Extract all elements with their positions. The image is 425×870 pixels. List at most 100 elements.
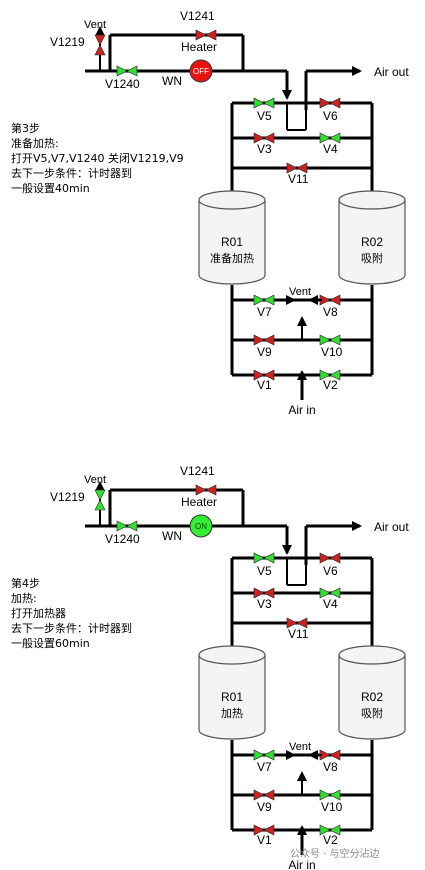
vent-label-top: Vent — [84, 474, 106, 486]
valve-v11[interactable] — [286, 617, 308, 629]
air-in-label: Air in — [288, 403, 315, 417]
valve-v1219[interactable] — [94, 34, 106, 56]
valve-v11[interactable] — [286, 162, 308, 174]
v2-label: V2 — [323, 833, 338, 847]
valve-v7-icon — [253, 749, 275, 761]
watermark: 公众号 · 与空分沾边 — [290, 847, 380, 860]
step-line-4: 一般设置40min — [11, 182, 90, 195]
valve-v6[interactable] — [319, 97, 341, 109]
v3-label: V3 — [257, 597, 272, 611]
valve-v1240-icon — [116, 65, 138, 77]
step-line-1: 加热: — [11, 592, 37, 605]
v2-label: V2 — [323, 378, 338, 392]
valve-v2[interactable] — [319, 369, 341, 381]
v9-label: V9 — [257, 800, 272, 814]
valve-v11-icon — [286, 162, 308, 174]
v4-label: V4 — [323, 597, 338, 611]
valve-v8[interactable] — [319, 749, 341, 761]
wn-label: WN — [162, 529, 182, 543]
valve-v1[interactable] — [253, 824, 275, 836]
valve-v1241-icon — [195, 484, 217, 496]
valve-v4-icon — [319, 132, 341, 144]
v1241-label: V1241 — [180, 9, 215, 23]
valve-v1219-icon — [94, 34, 106, 56]
v1240-label: V1240 — [105, 77, 140, 91]
step-line-3: 去下一步条件：计时器到 — [11, 166, 132, 180]
valve-v1240-icon — [116, 520, 138, 532]
valve-v3[interactable] — [253, 587, 275, 599]
valve-v10-icon — [319, 789, 341, 801]
valve-v1219-icon — [94, 489, 106, 511]
v1240-label: V1240 — [105, 532, 140, 546]
valve-v1241[interactable] — [195, 29, 217, 41]
valve-v1241[interactable] — [195, 484, 217, 496]
vessel-r01 — [198, 190, 266, 285]
v11-label: V11 — [288, 172, 309, 186]
valve-v5-icon — [253, 97, 275, 109]
valve-v1-icon — [253, 369, 275, 381]
valve-v5[interactable] — [253, 97, 275, 109]
valve-v1-icon — [253, 824, 275, 836]
valve-v4-icon — [319, 587, 341, 599]
r02-name: R02 — [361, 690, 383, 704]
r02-status: 吸附 — [361, 251, 383, 265]
v4-label: V4 — [323, 142, 338, 156]
vent-label-top: Vent — [84, 19, 106, 31]
r01-name: R01 — [221, 235, 243, 249]
vessel-r01 — [198, 645, 266, 740]
step-line-0: 第3步 — [11, 121, 40, 135]
valve-v8[interactable] — [319, 294, 341, 306]
v6-label: V6 — [323, 109, 338, 123]
valve-v10[interactable] — [319, 789, 341, 801]
valve-v1240[interactable] — [116, 520, 138, 532]
valve-v4[interactable] — [319, 587, 341, 599]
heater-switch[interactable]: ON — [189, 514, 213, 538]
valve-v6[interactable] — [319, 552, 341, 564]
valve-v1219[interactable] — [94, 489, 106, 511]
r01-name: R01 — [221, 690, 243, 704]
valve-v3-icon — [253, 132, 275, 144]
r02-name: R02 — [361, 235, 383, 249]
valve-v8-icon — [319, 749, 341, 761]
v7-label: V7 — [257, 305, 272, 319]
r02-status: 吸附 — [361, 706, 383, 720]
valve-v1[interactable] — [253, 369, 275, 381]
valve-v9-icon — [253, 334, 275, 346]
r01-status: 准备加热 — [210, 251, 254, 265]
valve-v2[interactable] — [319, 824, 341, 836]
step-line-4: 一般设置60min — [11, 637, 90, 650]
valve-v10[interactable] — [319, 334, 341, 346]
valve-v11-icon — [286, 617, 308, 629]
v1-label: V1 — [257, 833, 272, 847]
v1219-label: V1219 — [50, 490, 85, 504]
valve-v9[interactable] — [253, 334, 275, 346]
valve-v7-icon — [253, 294, 275, 306]
v10-label: V10 — [321, 345, 343, 359]
v5-label: V5 — [257, 109, 272, 123]
air-in-label: Air in — [288, 858, 315, 870]
step-line-0: 第4步 — [11, 576, 40, 590]
valve-v7[interactable] — [253, 749, 275, 761]
v10-label: V10 — [321, 800, 343, 814]
step-line-2: 打开加热器 — [11, 606, 66, 620]
valve-v2-icon — [319, 824, 341, 836]
heater-switch[interactable]: OFF — [189, 59, 213, 83]
step-line-3: 去下一步条件：计时器到 — [11, 621, 132, 635]
valve-v3[interactable] — [253, 132, 275, 144]
air-out-label: Air out — [374, 65, 409, 79]
vessel-r02 — [338, 645, 406, 740]
valve-v9[interactable] — [253, 789, 275, 801]
v6-label: V6 — [323, 564, 338, 578]
v7-label: V7 — [257, 760, 272, 774]
valve-v7[interactable] — [253, 294, 275, 306]
vessel-r02 — [338, 190, 406, 285]
heater-indicator-icon — [189, 59, 213, 83]
valve-v5[interactable] — [253, 552, 275, 564]
v1241-label: V1241 — [180, 464, 215, 478]
heater-state-label: ON — [195, 522, 207, 531]
heater-label: Heater — [181, 40, 217, 54]
valve-v1241-icon — [195, 29, 217, 41]
valve-v4[interactable] — [319, 132, 341, 144]
valve-v1240[interactable] — [116, 65, 138, 77]
r01-status: 加热 — [221, 707, 243, 720]
